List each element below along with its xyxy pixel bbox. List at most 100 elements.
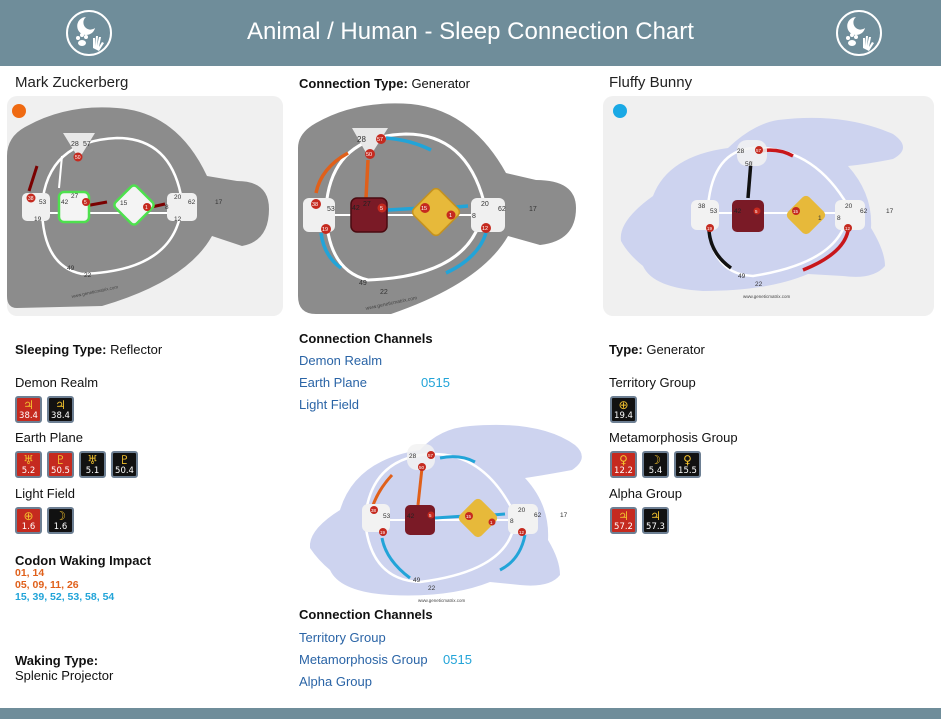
gate-number: 62 <box>534 512 542 519</box>
gate-number: 1 <box>818 215 822 222</box>
gate-number: 8 <box>472 213 476 220</box>
gate-number: 27 <box>363 201 371 208</box>
gate-number: 42 <box>407 513 415 520</box>
codon-line: 15, 39, 52, 53, 58, 54 <box>15 591 115 603</box>
gate-number: 38 <box>698 203 706 210</box>
gate-number: 19 <box>707 226 713 231</box>
person-color-dot <box>12 104 26 118</box>
gate-number: 8 <box>510 518 514 525</box>
glyph-row: ♃38.4 ♃38.4 <box>15 396 74 423</box>
animal-name: Fluffy Bunny <box>609 74 693 91</box>
gate-number: 53 <box>39 199 47 206</box>
gate-number: 15 <box>120 200 128 207</box>
gate-number: 15 <box>421 206 427 212</box>
waking-type-value: Splenic Projector <box>15 668 114 683</box>
gate-number: 17 <box>886 208 894 215</box>
channel-link-alpha-group[interactable]: Alpha Group <box>299 674 372 689</box>
human-bodygraph-chart: 28 57 50 38 53 19 42 27 5 15 1 8 20 62 1… <box>7 107 269 308</box>
gate-number: 38 <box>312 202 318 208</box>
connection-type-value: Generator <box>411 76 470 91</box>
channel-code: 0515 <box>443 652 472 667</box>
gate-number: 17 <box>529 206 537 213</box>
connection-channels-title: Connection Channels <box>299 331 433 346</box>
gate-number: 5 <box>380 206 383 212</box>
codon-impact-title: Codon Waking Impact <box>15 553 152 568</box>
gate-number: 12 <box>845 226 851 231</box>
planet-glyph: ☽5.4 <box>642 451 669 478</box>
connection-channels-title: Connection Channels <box>299 607 433 622</box>
gate-number: 19 <box>322 227 328 233</box>
gate-number: 50 <box>366 152 372 158</box>
gate-number: 5 <box>84 200 87 206</box>
gate-number: 19 <box>34 216 42 223</box>
glyph-row: ⊕1.6 ☽1.6 <box>15 507 74 534</box>
planet-glyph: ♅5.2 <box>15 451 42 478</box>
glyph-row: ♀12.2 ☽5.4 ♀15.5 <box>610 451 701 478</box>
gate-number: 5 <box>429 513 432 518</box>
channel-link-light-field[interactable]: Light Field <box>299 397 359 412</box>
group-title: Metamorphosis Group <box>609 430 738 445</box>
gate-number: 20 <box>518 507 526 514</box>
channel-link-territory-group[interactable]: Territory Group <box>299 630 386 645</box>
gate-number: 28 <box>737 148 745 155</box>
channel-link-demon-realm[interactable]: Demon Realm <box>299 353 383 368</box>
planet-glyph: ⊕19.4 <box>610 396 637 423</box>
watermark: www.geneticmatrix.com <box>743 294 791 299</box>
gate-number: 15 <box>466 514 472 519</box>
watermark: www.geneticmatrix.com <box>418 598 466 603</box>
gate-number: 42 <box>61 199 69 206</box>
gate-number: 49 <box>413 577 421 584</box>
planet-glyph: ♀12.2 <box>610 451 637 478</box>
gate-number: 42 <box>352 205 360 212</box>
planet-glyph: ♃57.2 <box>610 507 637 534</box>
planet-glyph: ♀15.5 <box>674 451 701 478</box>
gate-number: 28 <box>71 141 79 148</box>
gate-number: 1 <box>145 205 148 211</box>
gate-number: 22 <box>380 289 388 296</box>
gate-number: 49 <box>67 265 75 272</box>
codon-line: 05, 09, 11, 26 <box>15 579 79 591</box>
gate-number: 17 <box>215 199 223 206</box>
codon-line: 01, 14 <box>15 567 45 579</box>
gate-number: 27 <box>71 193 79 200</box>
gate-number: 57 <box>83 141 91 148</box>
gate-number: 22 <box>428 585 436 592</box>
gate-number: 1 <box>490 520 493 525</box>
animal-color-dot <box>613 104 627 118</box>
gate-number: 28 <box>409 453 417 460</box>
gate-number: 38 <box>28 196 34 202</box>
gate-number: 19 <box>380 530 386 535</box>
page-title: Animal / Human - Sleep Connection Chart <box>247 18 694 45</box>
group-title: Demon Realm <box>15 375 99 390</box>
human-bodygraph-panel: 28 57 50 38 53 19 42 27 5 15 1 8 20 62 1… <box>7 96 283 316</box>
gate-number: 53 <box>383 513 391 520</box>
animal-bodygraph-panel: 28 57 50 38 53 19 42 5 15 1 8 20 62 17 1… <box>603 96 934 316</box>
gate-number: 62 <box>498 206 506 213</box>
footer-bar <box>0 708 941 719</box>
glyph-row: ⊕19.4 <box>610 396 637 423</box>
planet-glyph: ♇50.5 <box>47 451 74 478</box>
gate-number: 8 <box>165 204 169 211</box>
animal-bodygraph-chart: 28 57 50 38 53 19 42 5 15 1 8 20 62 17 1… <box>620 117 903 299</box>
header-bar: Animal / Human - Sleep Connection Chart <box>0 0 941 66</box>
planet-glyph: ♃38.4 <box>47 396 74 423</box>
glyph-row: ♃57.2 ♃57.3 <box>610 507 669 534</box>
gate-number: 50 <box>419 465 425 470</box>
gate-number: 53 <box>710 208 718 215</box>
gate-number: 62 <box>188 199 196 206</box>
paw-hand-logo-icon <box>836 10 882 56</box>
gate-number: 1 <box>449 213 452 219</box>
gate-number: 12 <box>482 226 488 232</box>
planet-glyph: ♇50.4 <box>111 451 138 478</box>
sleeping-type-value: Reflector <box>110 342 163 357</box>
connection-bodygraph-chart: 28 57 50 38 53 19 42 27 5 15 1 8 20 62 1… <box>298 103 576 314</box>
channel-link-earth-plane[interactable]: Earth Plane <box>299 375 367 390</box>
channel-link-metamorphosis-group[interactable]: Metamorphosis Group <box>299 652 428 667</box>
planet-glyph: ♅5.1 <box>79 451 106 478</box>
gate-number: 20 <box>174 194 182 201</box>
gate-number: 49 <box>738 273 746 280</box>
gate-number: 50 <box>75 155 81 161</box>
gate-number: 5 <box>755 209 758 214</box>
gate-number: 62 <box>860 208 868 215</box>
person-name: Mark Zuckerberg <box>15 74 129 91</box>
